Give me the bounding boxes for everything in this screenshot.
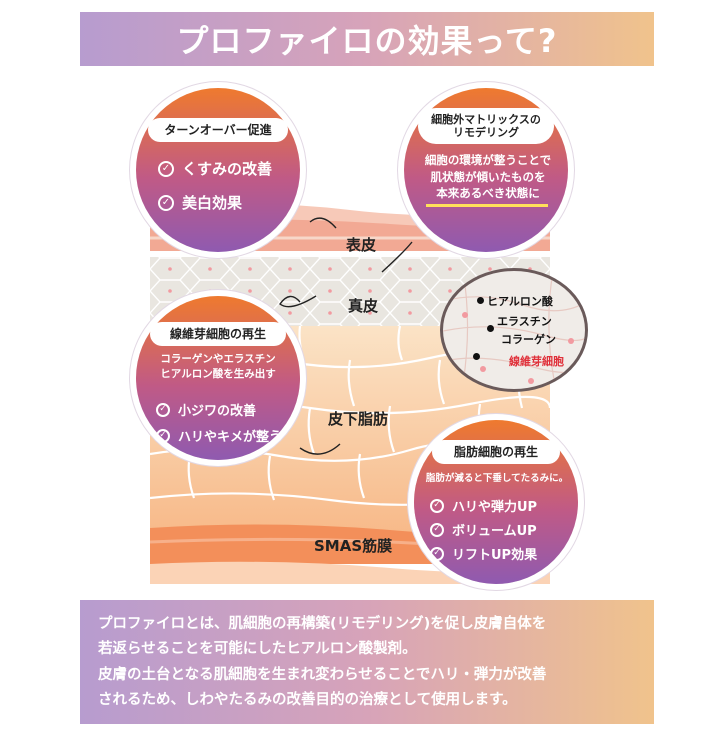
fibroblast-dot [473,353,480,360]
footer-line-4: されるため、しわやたるみの改善目的の治療として使用します。 [98,692,517,709]
check-circle-icon: ✓ [158,194,174,211]
adipocyte-item-2: ✓ ボリュームUP [430,520,537,539]
matrix-text-line3: 本来あるべき状態に [436,186,540,201]
fibroblast-item-1: ✓ 小ジワの改善 [156,400,256,419]
turnover-item-2: ✓ 美白効果 [158,192,242,213]
adipocyte-text: 脂肪が減ると下垂してたるみに。 [425,473,569,484]
zoom-label-fibroblast: 線維芽細胞 [509,355,564,368]
matrix-title-line2: リモデリング [453,126,519,139]
cell-zoom-circle: ヒアルロン酸 エラスチン コラーゲン 線維芽細胞 [440,268,588,392]
fibroblast-item-2-text: ハリやキメが整う [178,430,283,445]
fibroblast-circle: 線維芽細胞の再生 コラーゲンやエラスチン ヒアルロン酸を生み出す ✓ 小ジワの改… [136,296,300,460]
adipocyte-circle: 脂肪細胞の再生 脂肪が減ると下垂してたるみに。 ✓ ハリや弾力UP ✓ ボリュー… [414,420,578,584]
turnover-title: ターンオーバー促進 [148,118,288,142]
fibroblast-text-line2: ヒアルロン酸を生み出す [160,368,276,381]
layer-label-subcutaneous: 皮下脂肪 [328,410,389,428]
turnover-item-1: ✓ くすみの改善 [158,158,272,179]
fibroblast-title: 線維芽細胞の再生 [150,322,286,346]
adipocyte-item-1-text: ハリや弾力UP [452,500,538,515]
matrix-highlight-underline [426,204,548,207]
adipocyte-title: 脂肪細胞の再生 [432,440,560,464]
layer-label-smas: SMAS筋膜 [314,537,393,555]
adipocyte-item-3-text: リフトUP効果 [452,548,538,563]
turnover-circle: ターンオーバー促進 ✓ くすみの改善 ✓ 美白効果 [136,88,300,252]
footer-line-3: 皮膚の土台となる肌細胞を生まれ変わらせることでハリ・弾力が改善 [98,666,547,683]
zoom-label-collagen: コラーゲン [501,333,556,346]
matrix-circle: 細胞外マトリックスの リモデリング 細胞の環境が整うことで 肌状態が傾いたものを… [404,88,568,252]
page-title: プロファイロの効果って? [176,22,558,60]
footer-line-2: 若返らせることを可能にしたヒアルロン酸製剤。 [98,641,417,658]
cell-zoom-art [443,271,585,389]
elastin-dot [487,325,494,332]
check-circle-icon: ✓ [156,402,170,417]
matrix-text-line2: 肌状態が傾いたものを [430,169,546,184]
layer-label-dermis: 真皮 [348,297,379,315]
check-circle-icon: ✓ [430,522,444,537]
adipocyte-item-3: ✓ リフトUP効果 [430,544,537,563]
zoom-label-elastin: エラスチン [497,315,552,328]
matrix-title-line1: 細胞外マトリックスの [431,112,541,126]
adipocyte-item-1: ✓ ハリや弾力UP [430,496,537,515]
turnover-item-2-text: 美白効果 [182,194,243,212]
turnover-item-1-text: くすみの改善 [182,160,273,178]
fibroblast-item-1-text: 小ジワの改善 [178,404,257,419]
adipocyte-item-2-text: ボリュームUP [452,524,537,539]
layer-label-epidermis: 表皮 [346,236,377,254]
matrix-title: 細胞外マトリックスの リモデリング [418,108,554,144]
footer-description: プロファイロとは、肌細胞の再構築(リモデリング)を促し皮膚自体を 若返らせること… [80,600,654,724]
fibroblast-item-2: ✓ ハリやキメが整う [156,426,282,445]
footer-line-1: プロファイロとは、肌細胞の再構築(リモデリング)を促し皮膚自体を [98,616,547,632]
matrix-text: 細胞の環境が整うことで 肌状態が傾いたものを 本来あるべき状態に [418,152,558,202]
check-circle-icon: ✓ [156,428,170,443]
hyaluronic-dot [477,297,484,304]
fibroblast-text: コラーゲンやエラスチン ヒアルロン酸を生み出す [148,352,288,382]
check-circle-icon: ✓ [158,160,174,177]
check-circle-icon: ✓ [430,546,444,561]
check-circle-icon: ✓ [430,498,444,513]
fibroblast-text-line1: コラーゲンやエラスチン [160,353,276,365]
matrix-text-line1: 細胞の環境が整うことで [424,153,552,167]
header-banner: プロファイロの効果って? [80,12,654,66]
zoom-label-hyaluronic: ヒアルロン酸 [487,295,553,308]
